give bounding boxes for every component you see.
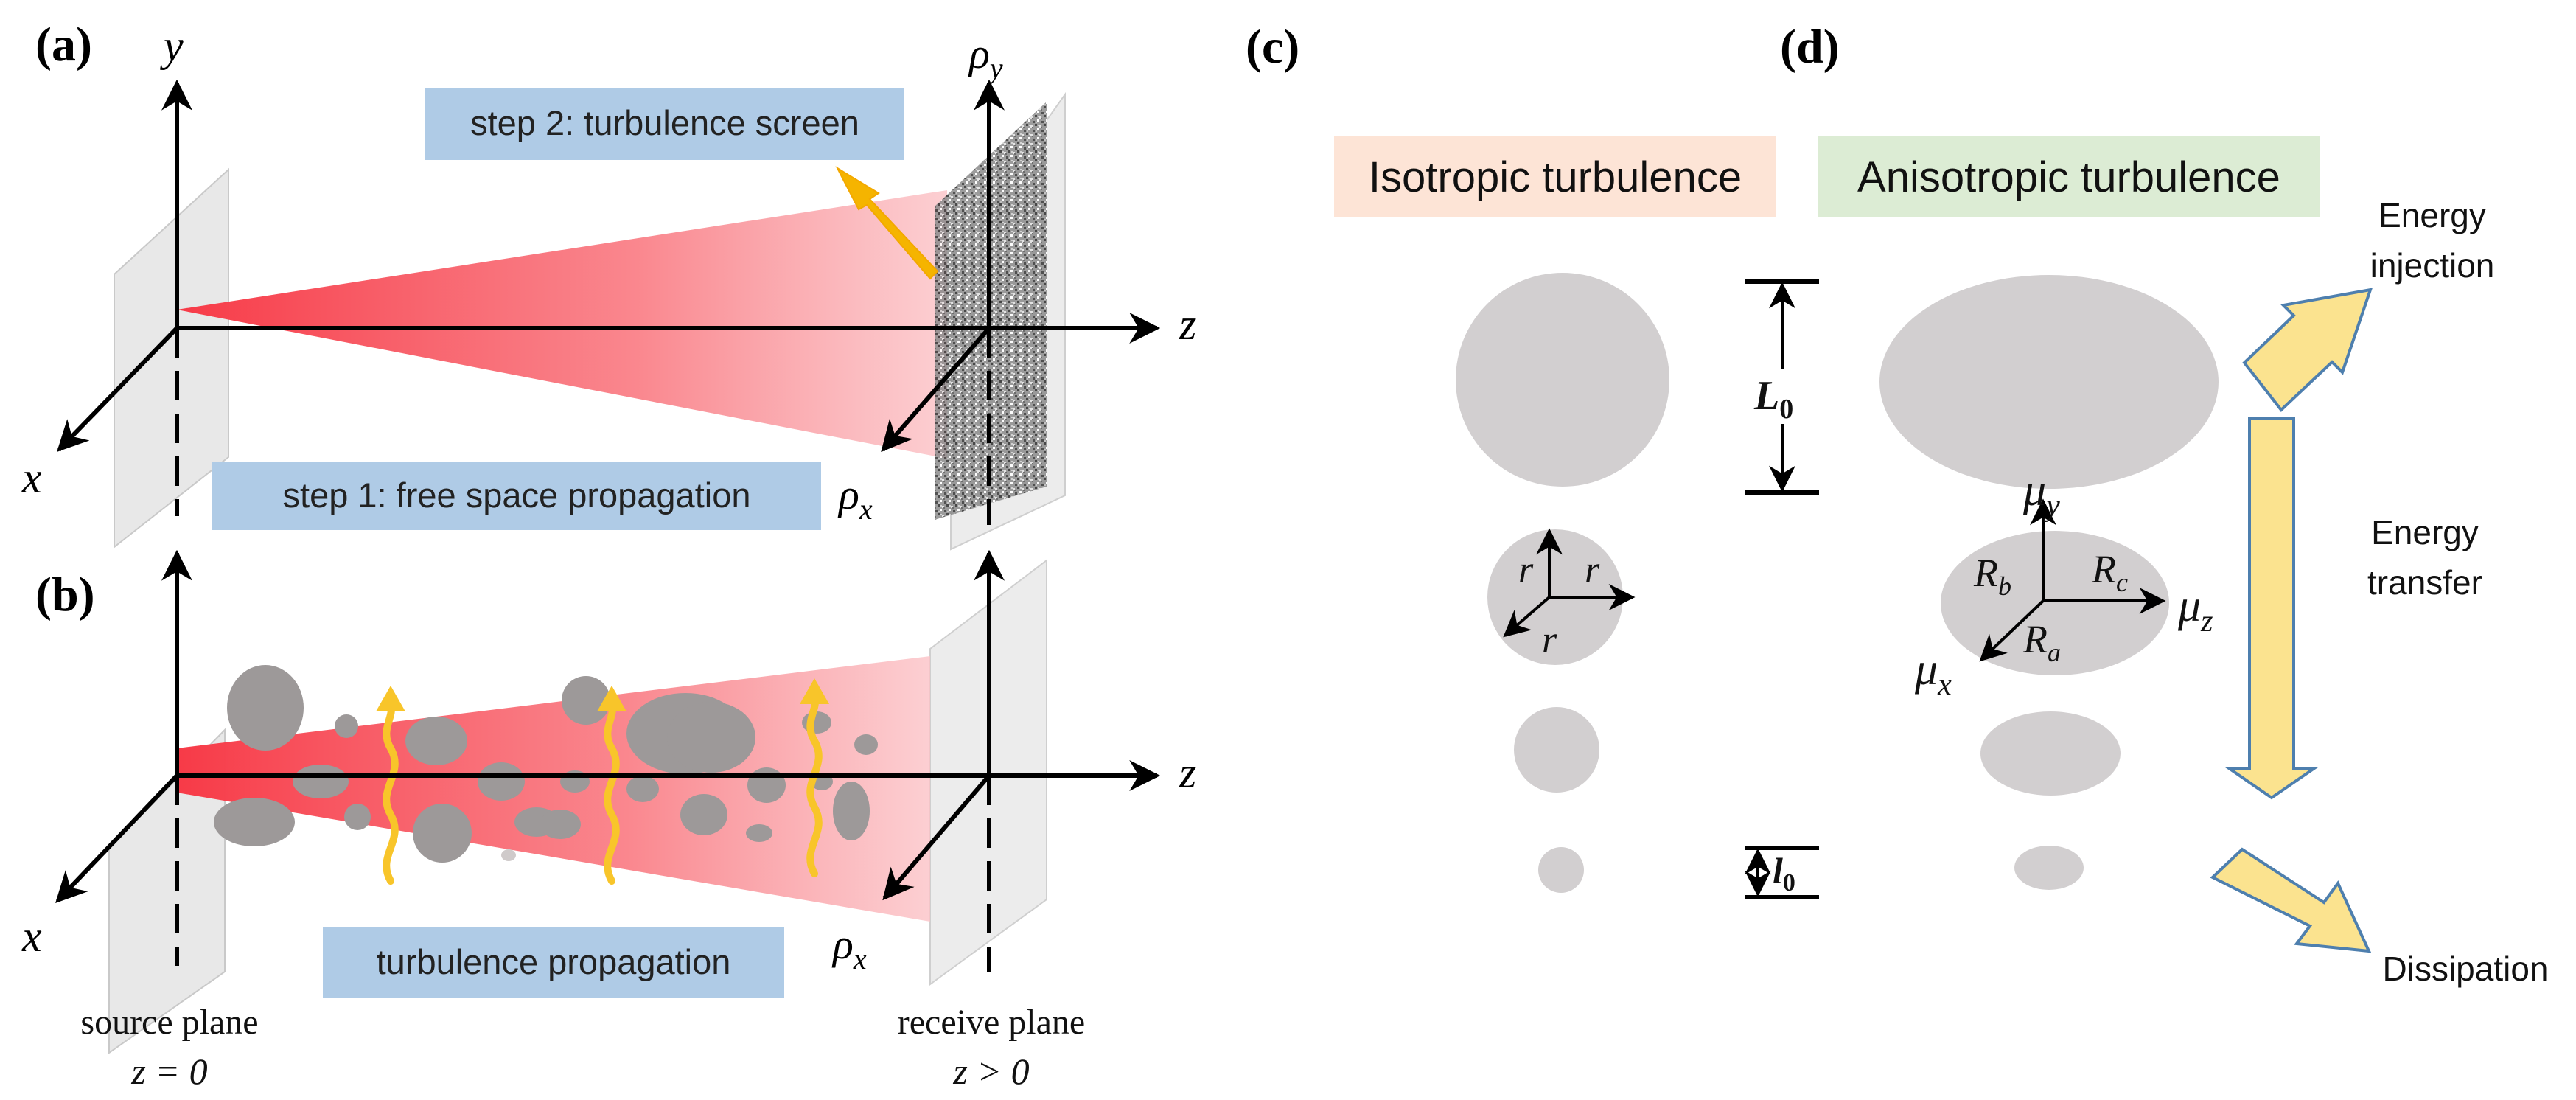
- axis-x-label-b: x: [21, 912, 42, 961]
- eddy: [802, 711, 831, 734]
- aniso-header-box: [1818, 136, 2320, 217]
- Rc-label: Rc: [2091, 547, 2128, 597]
- panel-label-c: (c): [1246, 20, 1299, 74]
- step2-arrow: [835, 166, 939, 280]
- mu-z-label: μz: [2177, 581, 2213, 638]
- energy-transfer-label-2: transfer: [2367, 563, 2482, 602]
- eddy: [562, 676, 610, 725]
- L0-label: L0: [1753, 373, 1793, 425]
- source-plane-label: source plane: [80, 1003, 258, 1042]
- caption-b: turbulence propagation: [377, 942, 731, 981]
- iso-eddy-tiny: [1538, 847, 1584, 893]
- l0-label: l0: [1773, 850, 1795, 897]
- step1-label: step 1: free space propagation: [283, 476, 751, 515]
- r-arrow-diag: [1503, 596, 1551, 638]
- eddy: [626, 776, 659, 802]
- upward-wavy-arrows: [383, 695, 823, 885]
- eddy: [854, 734, 878, 755]
- mu-x-label: μx: [1914, 644, 1952, 702]
- receive-plane-label: receive plane: [898, 1003, 1085, 1042]
- eddy: [413, 804, 472, 863]
- panel-label-b: (b): [35, 568, 95, 622]
- aniso-title: Anisotropic turbulence: [1857, 153, 2280, 201]
- eddy: [344, 804, 371, 830]
- axis-x-label: x: [21, 453, 42, 502]
- eddy: [833, 782, 870, 840]
- rho-x-label-b: ρx: [831, 920, 867, 975]
- eddy: [293, 765, 349, 798]
- panel-c: (c) Isotropic turbulence r r r L0 l0: [1246, 20, 1819, 899]
- iso-header-box: [1334, 136, 1776, 217]
- iso-eddy-large: [1456, 273, 1669, 487]
- energy-transfer-arrow: [2224, 417, 2320, 800]
- Ra-label: Ra: [2022, 617, 2061, 667]
- panel-b: (b): [21, 549, 1196, 1092]
- axis-z-label-b: z: [1179, 748, 1196, 797]
- x-axis-b: [55, 773, 179, 904]
- caption-box-b: [323, 927, 784, 998]
- energy-injection-label-2: injection: [2370, 246, 2495, 285]
- eddy: [405, 717, 467, 765]
- rho-x-axis-b: [882, 774, 991, 901]
- aniso-eddy-large: [1879, 275, 2219, 489]
- eddy: [680, 794, 727, 835]
- x-axis: [57, 326, 179, 453]
- panel-label-a: (a): [35, 18, 92, 72]
- dissipation-arrow: [2210, 847, 2372, 953]
- eddy: [540, 810, 581, 839]
- eddy: [667, 702, 755, 773]
- mu-y-label: μy: [2022, 465, 2060, 523]
- arrow-head: [597, 686, 626, 711]
- rho-x-axis: [881, 327, 991, 453]
- arrow-head: [376, 686, 405, 711]
- eddy: [747, 767, 786, 803]
- iso-title: Isotropic turbulence: [1369, 153, 1742, 201]
- aniso-eddy-small: [1980, 711, 2121, 796]
- wavy-arrow-1: [383, 703, 399, 885]
- r-label-3: r: [1542, 619, 1557, 661]
- axis-z-label: z: [1179, 300, 1196, 349]
- eddy: [335, 714, 358, 738]
- energy-injection-label-1: Energy: [2378, 196, 2486, 234]
- panel-label-d: (d): [1780, 20, 1840, 74]
- step2-box: [425, 88, 904, 160]
- eddy: [214, 798, 295, 846]
- step2-label: step 2: turbulence screen: [470, 103, 859, 142]
- arrow-head: [800, 678, 829, 704]
- dissipation-label: Dissipation: [2383, 950, 2549, 988]
- eddy: [746, 824, 772, 842]
- wavy-arrow-heads: [376, 678, 829, 711]
- Rb-label: Rb: [1973, 551, 2011, 601]
- source-plane-eq: z = 0: [130, 1051, 207, 1092]
- r-label-2: r: [1585, 549, 1600, 591]
- eddy: [501, 849, 516, 861]
- mu-x-arrow: [1979, 599, 2045, 662]
- wavy-arrow-3: [806, 695, 823, 877]
- beam-cone: [177, 190, 947, 459]
- iso-eddy-small: [1514, 707, 1599, 793]
- axis-y-label: y: [159, 21, 184, 70]
- wavy-arrow-2: [604, 703, 620, 885]
- panel-a: (a) y x z ρy ρx step 2: turbulence scree…: [21, 18, 1196, 551]
- rho-x-label: ρx: [837, 470, 873, 526]
- turbulent-eddies: [214, 665, 878, 863]
- rho-y-label: ρy: [968, 29, 1003, 85]
- energy-injection-arrow: [2242, 288, 2373, 412]
- aniso-eddy-tiny: [2014, 846, 2084, 890]
- eddy: [227, 665, 304, 751]
- step1-box: [212, 462, 821, 530]
- source-plane: [114, 167, 229, 549]
- energy-transfer-label-1: Energy: [2371, 513, 2479, 551]
- r-label-1: r: [1518, 549, 1534, 591]
- panel-d: (d) Anisotropic turbulence μy μz μx Rb R…: [1780, 20, 2549, 988]
- eddy: [478, 762, 525, 801]
- receive-plane-eq: z > 0: [952, 1051, 1029, 1092]
